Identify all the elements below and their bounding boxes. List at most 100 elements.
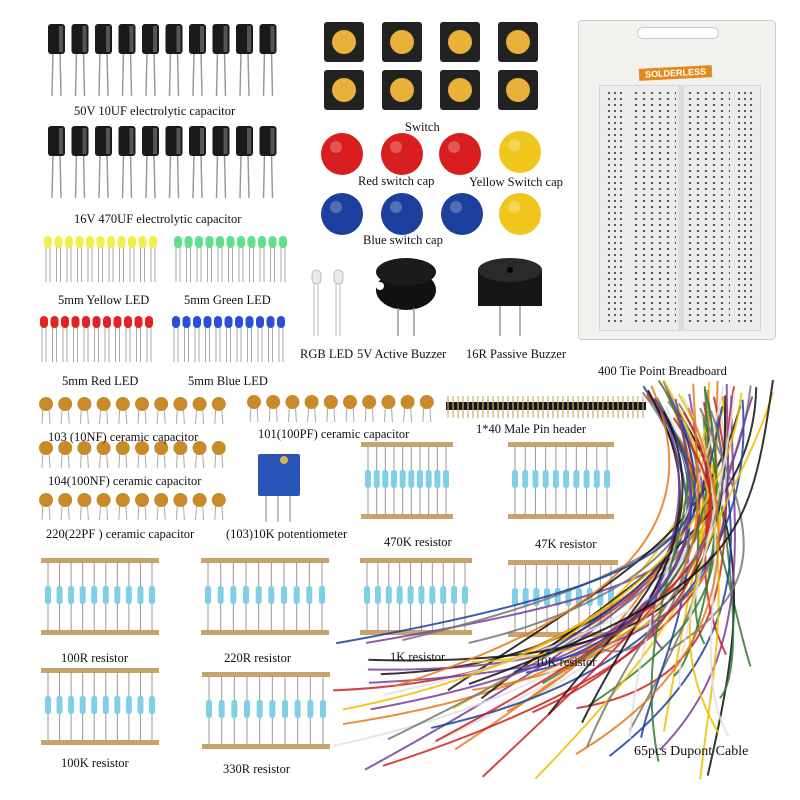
dupont-wire	[657, 408, 706, 645]
resistor-47k-strip	[508, 514, 614, 519]
dupont-wire	[662, 395, 726, 732]
switch-cap-highlight	[448, 141, 460, 153]
ceramic-capacitor-103-lead	[106, 407, 109, 425]
resistor-1k	[396, 586, 403, 604]
switch-cap	[321, 133, 363, 175]
ceramic-capacitor-220	[115, 493, 130, 507]
label-ceramic-101: 101(100PF) ceramic capacitor	[258, 427, 410, 441]
green-led	[195, 236, 203, 248]
tactile-switch	[440, 22, 480, 62]
red-led	[145, 316, 153, 328]
resistor-47k-strip	[508, 442, 614, 447]
ceramic-capacitor-101-lead	[371, 405, 374, 423]
resistor-1k-strip	[360, 558, 472, 563]
resistor-1k	[385, 586, 392, 604]
dupont-wire	[651, 397, 681, 651]
blue-led	[182, 316, 191, 328]
electrolytic-capacitor-50v	[142, 24, 159, 54]
label-rgb-led: RGB LED	[300, 347, 354, 361]
resistor-100k	[79, 696, 86, 714]
ceramic-capacitor-101-lead	[275, 405, 278, 423]
passive-buzzer-hole	[507, 267, 513, 273]
dupont-wire	[656, 397, 752, 667]
electrolytic-capacitor-16v	[165, 126, 183, 156]
switch-cap-highlight	[450, 201, 462, 213]
dupont-wire	[662, 379, 720, 780]
resistor-1k	[429, 586, 436, 604]
dupont-wire	[430, 399, 745, 729]
ceramic-capacitor-104-lead	[60, 451, 63, 469]
electrolytic-capacitor-16v-stripe	[129, 128, 134, 154]
dupont-wire	[600, 391, 691, 653]
electrolytic-capacitor-16v-stripe	[223, 128, 228, 154]
dupont-wire	[681, 394, 730, 738]
blue-led	[214, 316, 222, 328]
ceramic-capacitor-101	[285, 395, 300, 409]
resistor-1k-strip	[360, 630, 472, 635]
label-470k-resistor: 470K resistor	[384, 535, 452, 549]
breadboard-channel	[678, 86, 684, 330]
electrolytic-capacitor-16v	[189, 126, 206, 156]
ceramic-capacitor-101-lead	[287, 405, 290, 423]
yellow-led	[128, 236, 136, 248]
resistor-1k	[364, 586, 370, 604]
ceramic-capacitor-101-lead	[352, 405, 355, 423]
switch-button	[390, 78, 414, 102]
resistor-220r-strip	[201, 558, 329, 563]
electrolytic-capacitor-50v-lead	[51, 51, 54, 97]
dupont-wire	[666, 407, 745, 653]
ceramic-capacitor-101-lead	[268, 405, 271, 423]
resistor-220r	[306, 586, 313, 604]
blue-led	[245, 316, 254, 328]
ceramic-capacitor-220-lead	[48, 503, 51, 521]
switch-button	[506, 30, 530, 54]
electrolytic-capacitor-16v-lead	[215, 153, 219, 199]
ceramic-capacitor-101	[304, 395, 319, 409]
dupont-wire	[365, 381, 705, 644]
ceramic-capacitor-101	[381, 395, 396, 409]
electrolytic-capacitor-16v-lead	[192, 153, 195, 199]
switch-cap-highlight	[330, 141, 342, 153]
yellow-led	[44, 236, 52, 248]
electrolytic-capacitor-16v-lead	[270, 153, 274, 199]
yellow-led	[107, 236, 115, 248]
switch-cap	[441, 193, 483, 235]
electrolytic-capacitor-50v-stripe	[59, 26, 63, 52]
blue-led	[235, 316, 243, 328]
ceramic-capacitor-104-lead	[48, 451, 51, 469]
electrolytic-capacitor-16v	[259, 126, 277, 156]
tactile-switch	[440, 70, 480, 110]
resistor-100r	[114, 586, 121, 604]
switch-cap-highlight	[390, 141, 402, 153]
ceramic-capacitor-103-lead	[48, 407, 51, 425]
label-50v-capacitor: 50V 10UF electrolytic capacitor	[74, 104, 236, 118]
ceramic-capacitor-103-lead	[163, 407, 166, 425]
electrolytic-capacitor-50v-lead	[223, 51, 227, 97]
resistor-10k	[576, 588, 582, 606]
ceramic-capacitor-220-lead	[79, 503, 82, 521]
electrolytic-capacitor-16v-stripe	[153, 128, 157, 154]
dupont-wire	[545, 406, 724, 654]
label-yellow-switch-cap: Yellow Switch cap	[469, 175, 563, 189]
label-dupont-cable: 65pcs Dupont Cable	[634, 744, 749, 759]
active-buzzer-mark	[376, 282, 384, 290]
ceramic-capacitor-101-lead	[333, 405, 336, 423]
dupont-wire	[576, 386, 736, 710]
ceramic-capacitor-103-lead	[125, 407, 128, 425]
dupont-wire	[587, 414, 717, 707]
passive-buzzer-top	[478, 258, 542, 282]
ceramic-capacitor-220-lead	[67, 503, 70, 521]
resistor-47k	[604, 470, 610, 488]
resistor-100r	[102, 586, 109, 604]
resistor-100r	[45, 586, 51, 604]
red-led	[103, 316, 111, 328]
ceramic-capacitor-220-lead	[221, 503, 224, 521]
switch-cap	[499, 131, 541, 173]
ceramic-capacitor-103	[154, 397, 169, 411]
electrolytic-capacitor-50v-lead	[200, 51, 203, 97]
blue-led	[277, 316, 285, 328]
electrolytic-capacitor-16v-stripe	[176, 128, 181, 154]
ceramic-capacitor-220-lead	[156, 503, 159, 521]
tactile-switch	[498, 22, 538, 62]
resistor-470k-strip	[361, 442, 453, 447]
